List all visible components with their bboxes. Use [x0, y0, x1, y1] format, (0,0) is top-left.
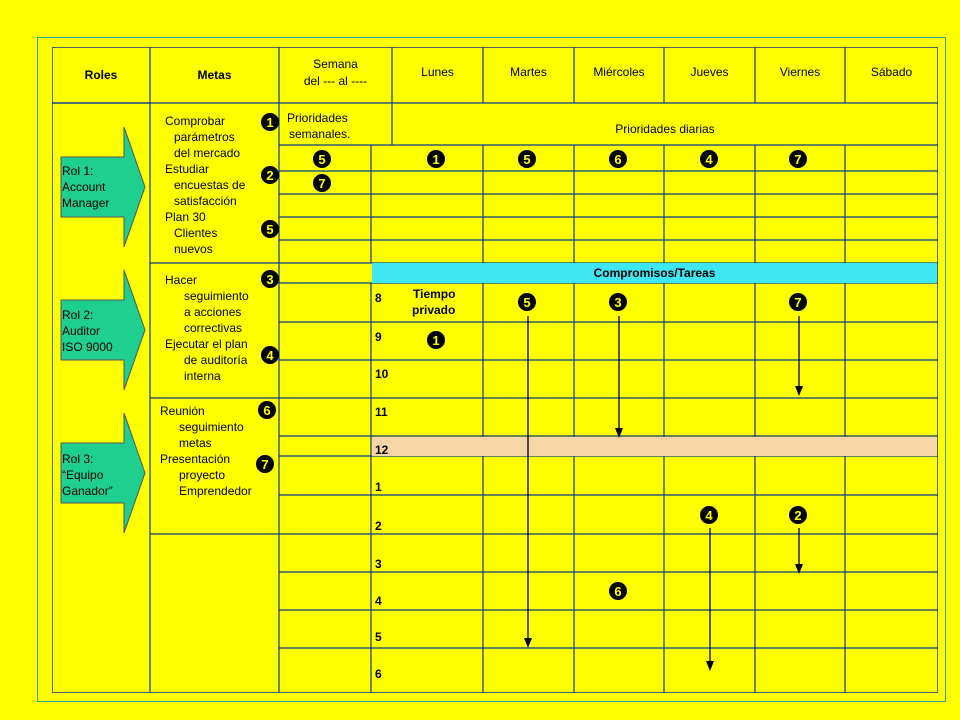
role3-line2: “Equipo [62, 468, 104, 482]
marker-7-viernes: 7 [789, 150, 807, 168]
meta-r2-4: Ejecutar el plan [165, 337, 248, 351]
meta-r1-8: nuevos [174, 242, 213, 256]
meta-r1-4: encuestas de [174, 178, 246, 192]
meta-r2-6: interna [184, 369, 221, 383]
hour-12: 12 [375, 443, 389, 457]
marker-6-metas: 6 [258, 401, 276, 419]
role1-line1: Rol 1: [62, 164, 94, 178]
planner-grid [52, 47, 938, 693]
role1-line2: Account [62, 180, 106, 194]
meta-r1-1: parámetros [174, 130, 235, 144]
meta-r2-1: seguimiento [184, 289, 249, 303]
lunch-bar [372, 437, 937, 456]
hour-1: 1 [375, 480, 382, 494]
role1-line3: Manager [62, 196, 110, 210]
meta-r2-3: correctivas [184, 321, 243, 335]
marker-1-metas: 1 [261, 113, 279, 131]
header-roles: Roles [84, 68, 118, 82]
compromisos-bar: Compromisos/Tareas [372, 263, 937, 283]
header-semana-line2: del --- al ---- [303, 74, 368, 88]
hour-9: 9 [375, 330, 382, 344]
marker-2-viernes-task: 2 [789, 506, 807, 524]
meta-r3-4: proyecto [179, 468, 226, 482]
meta-r3-1: seguimiento [179, 420, 244, 434]
meta-r3-2: metas [179, 436, 212, 450]
marker-5-metas: 5 [261, 220, 279, 238]
prioridades-semanales-line2: semanales. [289, 127, 351, 141]
meta-r3-5: Emprendedor [179, 484, 252, 498]
hour-2: 2 [375, 519, 382, 533]
header-day-viernes: Viernes [779, 65, 821, 79]
tiempo-privado-line2: privado [412, 303, 456, 317]
marker-5-martes: 5 [518, 150, 536, 168]
role3-line1: Rol 3: [62, 452, 94, 466]
meta-r2-0: Hacer [165, 273, 198, 287]
marker-7-metas: 7 [256, 455, 274, 473]
marker-4-jueves: 4 [700, 150, 718, 168]
marker-4-jueves-task: 4 [700, 506, 718, 524]
header-day-martes: Martes [510, 65, 547, 79]
header-day-miercoles: Miércoles [593, 65, 645, 79]
marker-7-viernes-task: 7 [789, 293, 807, 311]
meta-r2-5: de auditoría [184, 353, 248, 367]
hour-6: 6 [375, 667, 382, 681]
marker-5-martes-task: 5 [518, 293, 536, 311]
hour-8: 8 [375, 291, 382, 305]
marker-3-metas: 3 [261, 270, 279, 288]
header-semana-line1: Semana [313, 57, 358, 71]
marker-3-miercoles-task: 3 [609, 293, 627, 311]
role2-line1: Rol 2: [62, 308, 94, 322]
marker-1-lunes: 1 [427, 150, 445, 168]
tiempo-privado-line1: Tiempo [413, 287, 456, 301]
header-metas: Metas [197, 68, 232, 82]
marker-7-semanal: 7 [313, 174, 331, 192]
role2-arrow [60, 269, 146, 391]
role2-line3: ISO 9000 [62, 340, 113, 354]
meta-r1-2: del mercado [174, 146, 241, 160]
marker-6-miercoles-task: 6 [609, 582, 627, 600]
marker-2-metas: 2 [261, 166, 279, 184]
outer-frame [37, 37, 946, 702]
role3-arrow [60, 412, 146, 534]
prioridades-diarias: Prioridades diarias [615, 122, 715, 136]
meta-r1-6: Plan 30 [165, 210, 206, 224]
header-day-lunes: Lunes [421, 65, 454, 79]
meta-r3-0: Reunión [160, 404, 205, 418]
hour-5: 5 [375, 630, 382, 644]
meta-r3-3: Presentación [160, 452, 231, 466]
meta-r1-3: Estudiar [165, 162, 210, 176]
role2-line2: Auditor [62, 324, 101, 338]
role1-arrow [60, 126, 146, 248]
prioridades-semanales-line1: Prioridades [287, 111, 348, 125]
marker-1-lunes-task: 1 [427, 331, 445, 349]
marker-5-semanal: 5 [313, 150, 331, 168]
header-day-jueves: Jueves [690, 65, 729, 79]
meta-r2-2: a acciones [184, 305, 242, 319]
hour-10: 10 [375, 367, 389, 381]
hour-4: 4 [375, 594, 382, 608]
marker-6-miercoles: 6 [609, 150, 627, 168]
meta-r1-5: satisfacción [174, 194, 237, 208]
meta-r1-7: Clientes [174, 226, 218, 240]
hour-11: 11 [375, 405, 388, 419]
header-day-sabado: Sábado [870, 65, 913, 79]
marker-4-metas: 4 [261, 346, 279, 364]
meta-r1-0: Comprobar [165, 114, 226, 128]
hour-3: 3 [375, 557, 382, 571]
role3-line3: Ganador” [62, 484, 113, 498]
